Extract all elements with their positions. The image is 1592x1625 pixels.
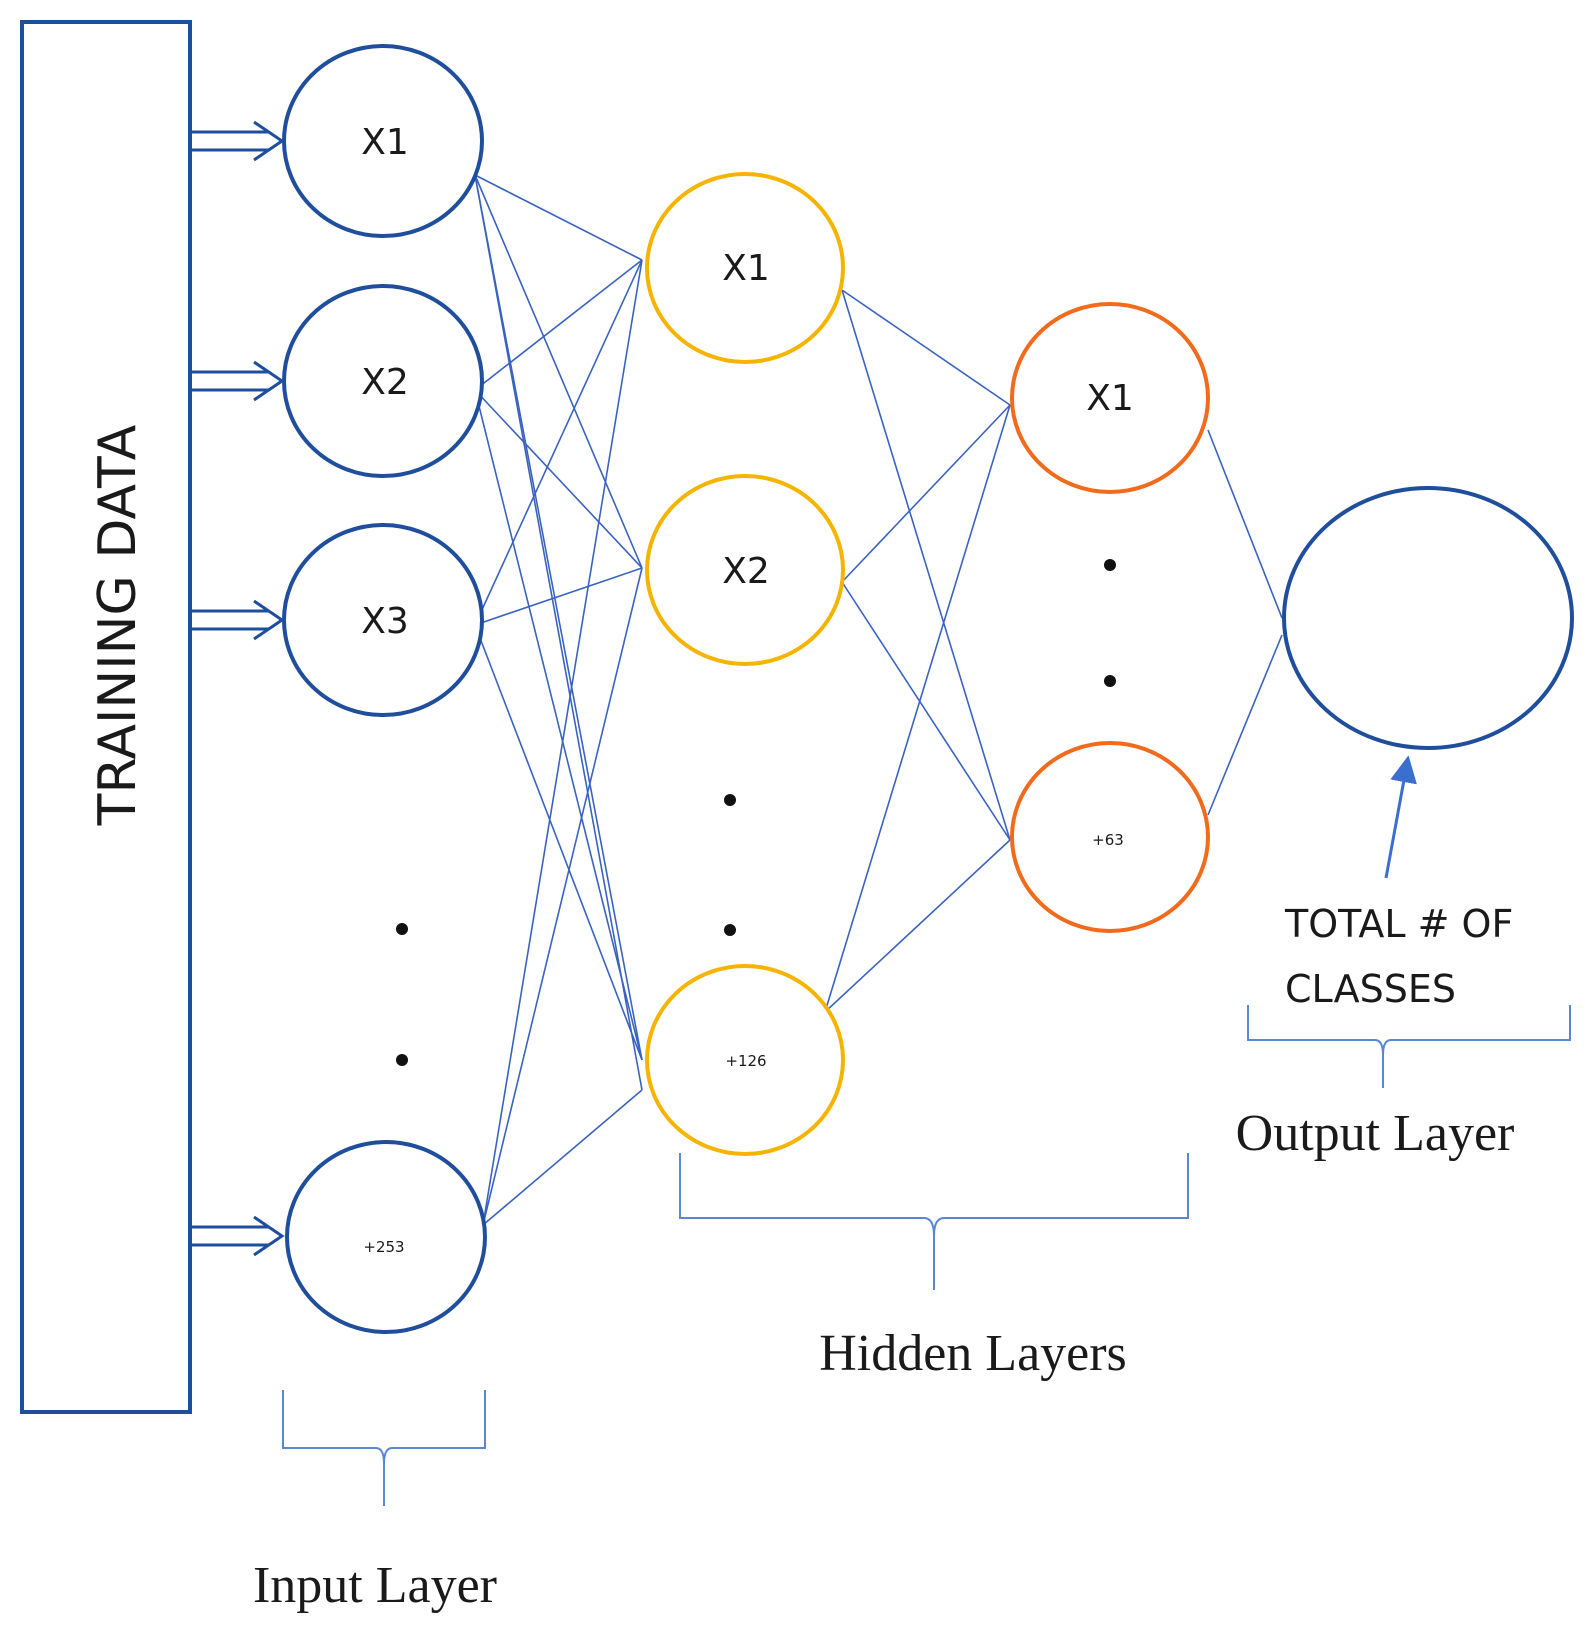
ellipsis-dot bbox=[724, 794, 736, 806]
edge bbox=[482, 1089, 643, 1226]
output-layer-brace bbox=[1247, 1005, 1571, 1088]
output-layer-label: Output Layer bbox=[1236, 1105, 1515, 1162]
edge bbox=[474, 389, 643, 569]
edge bbox=[474, 259, 643, 391]
hidden1-node-x2: X2 bbox=[645, 474, 845, 666]
edge bbox=[1207, 429, 1283, 619]
hidden2-node-x1-label: X1 bbox=[1086, 378, 1134, 419]
edges-input-to-hidden1 bbox=[474, 174, 643, 1226]
edge bbox=[482, 259, 643, 1226]
input-arrow-3 bbox=[188, 599, 285, 641]
input-arrow-1 bbox=[188, 120, 285, 162]
hidden1-node-x1: X1 bbox=[645, 172, 845, 364]
hidden-layer-2: X1 +63 bbox=[1010, 302, 1210, 933]
output-annotation-line2: CLASSES bbox=[1285, 967, 1456, 1011]
hidden1-node-126: +126 bbox=[645, 964, 845, 1156]
ellipsis-dot bbox=[396, 923, 408, 935]
input-node-x1-label: X1 bbox=[361, 122, 409, 163]
output-layer: TOTAL # OF CLASSES bbox=[1282, 486, 1574, 1011]
input-node-x2: X2 bbox=[282, 284, 484, 478]
hidden-layer-1: X1 X2 +126 bbox=[645, 172, 845, 1156]
edge bbox=[474, 174, 643, 1061]
output-node bbox=[1282, 486, 1574, 750]
edge bbox=[824, 404, 1011, 1013]
ellipsis-dot bbox=[1104, 675, 1116, 687]
training-data-label: TRAINING DATA bbox=[88, 424, 148, 826]
input-arrow-4 bbox=[188, 1215, 285, 1257]
hidden-layers-label: Hidden Layers bbox=[819, 1325, 1127, 1382]
edge bbox=[474, 174, 643, 569]
input-node-x1: X1 bbox=[282, 44, 484, 238]
edge bbox=[824, 839, 1011, 1013]
edge bbox=[474, 259, 643, 626]
hidden1-node-x2-label: X2 bbox=[722, 551, 770, 592]
edge bbox=[474, 174, 643, 261]
training-data-box bbox=[20, 20, 192, 1414]
edge bbox=[482, 567, 643, 1226]
input-node-x2-label: X2 bbox=[361, 362, 409, 403]
ellipsis-dot bbox=[724, 924, 736, 936]
hidden1-node-126-label: +126 bbox=[725, 1052, 766, 1070]
edge bbox=[841, 581, 1011, 841]
hidden-layers-brace bbox=[679, 1153, 1189, 1290]
input-layer: X1 X2 X3 +253 bbox=[282, 44, 487, 1334]
edge bbox=[474, 389, 643, 1061]
edge bbox=[474, 624, 643, 1061]
edges-hidden1-to-hidden2 bbox=[824, 289, 1011, 1013]
input-arrow-2 bbox=[188, 360, 285, 402]
output-annotation-line1: TOTAL # OF bbox=[1284, 902, 1513, 946]
edges-hidden2-to-output bbox=[1207, 429, 1283, 816]
hidden2-node-63-label: +63 bbox=[1092, 831, 1124, 849]
ellipsis-dot bbox=[1104, 559, 1116, 571]
input-node-253-label: +253 bbox=[363, 1238, 404, 1256]
input-layer-label: Input Layer bbox=[253, 1557, 497, 1614]
edge bbox=[474, 567, 643, 626]
edge bbox=[841, 289, 1011, 406]
edge bbox=[474, 174, 643, 1091]
hidden2-node-x1: X1 bbox=[1010, 302, 1210, 494]
hidden1-node-x1-label: X1 bbox=[722, 248, 770, 289]
input-node-x3: X3 bbox=[282, 523, 484, 717]
hidden2-node-63: +63 bbox=[1010, 741, 1210, 933]
input-node-253: +253 bbox=[285, 1140, 487, 1334]
ellipsis-dot bbox=[396, 1054, 408, 1066]
input-arrows bbox=[188, 120, 285, 1257]
input-node-x3-label: X3 bbox=[361, 601, 409, 642]
edge bbox=[1207, 634, 1283, 816]
edge bbox=[841, 404, 1011, 583]
edge bbox=[841, 289, 1011, 841]
output-arrow bbox=[1384, 755, 1417, 879]
input-layer-brace bbox=[282, 1390, 486, 1506]
